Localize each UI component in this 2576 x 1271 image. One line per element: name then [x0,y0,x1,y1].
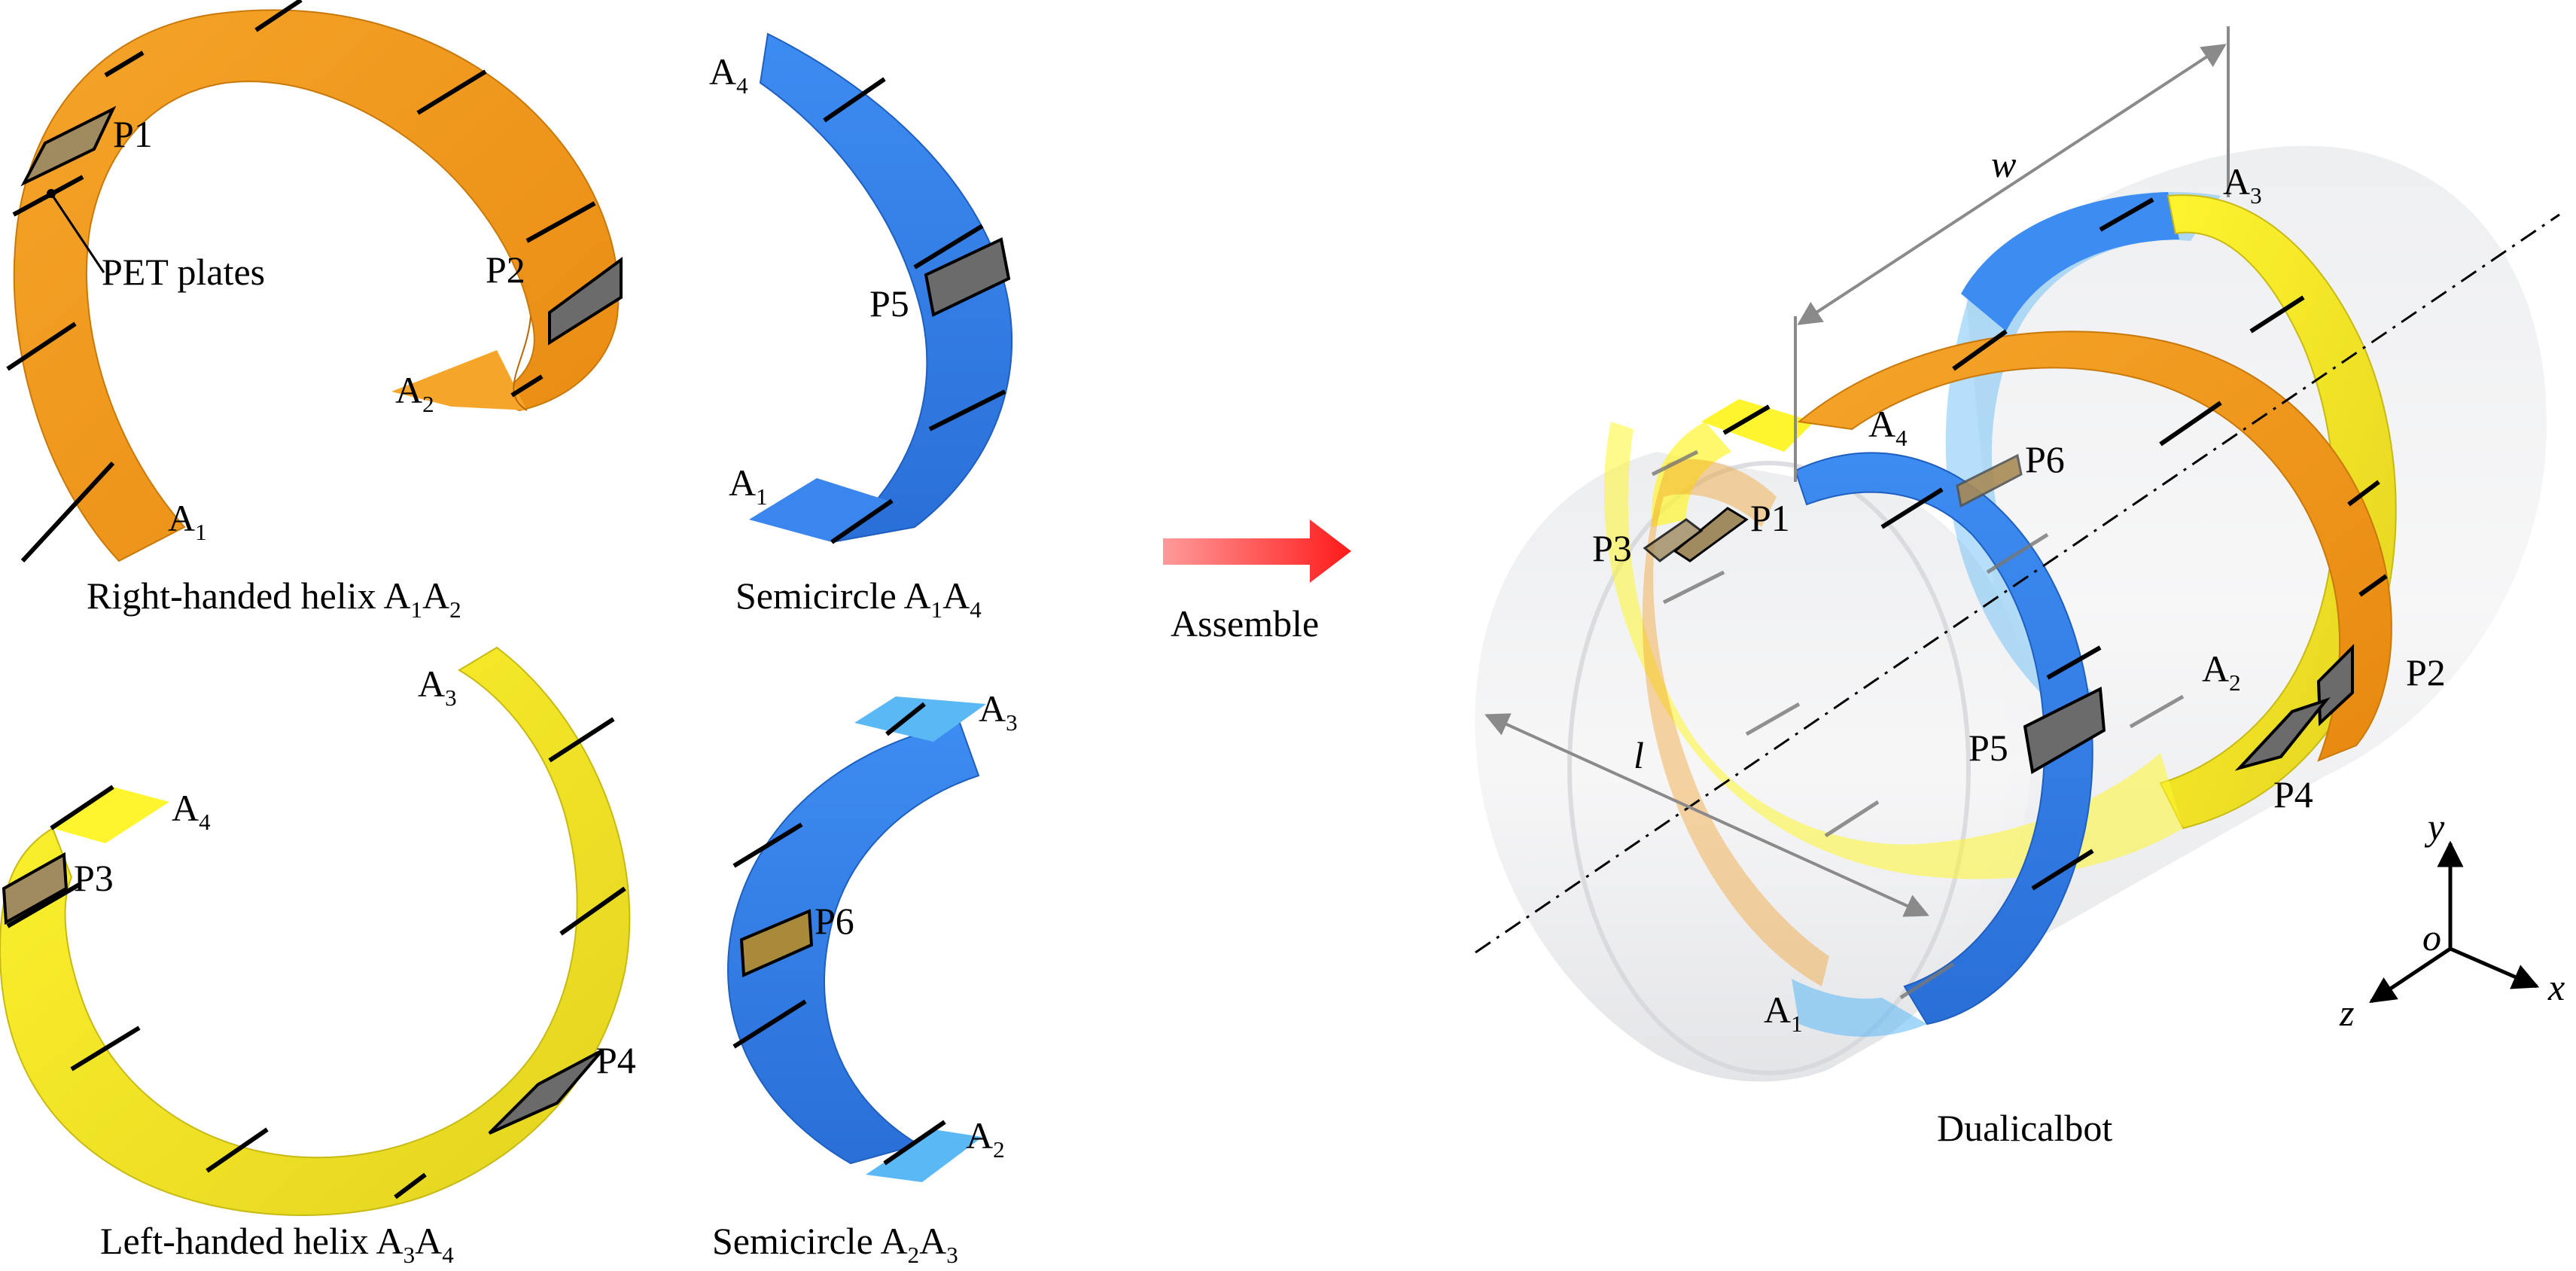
axis-label-x: x [2547,966,2565,1008]
label-a3-top: A3 [418,663,457,711]
assemble-arrow: Assemble [1163,520,1351,645]
plate-p1 [20,105,117,187]
pet-dot [47,189,56,198]
asm-plate-p3 [1643,518,1704,562]
dimension-l: l [1484,713,1929,917]
asm-label-p1: P1 [1750,497,1790,539]
label-p4: P4 [596,1039,636,1081]
helix-a4-tip [53,787,169,843]
red-arrow-icon [1163,520,1351,583]
dimension-w: w [1794,26,2230,482]
label-w: w [1991,143,2016,185]
label-a2-right: A2 [966,1114,1005,1163]
plate-p6 [739,909,814,977]
axis-label-o: o [2422,916,2441,959]
helix-a2-tip [391,350,527,410]
plate-p4 [488,1049,604,1135]
label-p1: P1 [113,113,153,155]
label-a1-bot: A1 [729,462,768,510]
ring-yellow-a4-tip [1701,399,1814,452]
caption-left-helix: Left-handed helix A3A4 [100,1220,454,1267]
asm-label-p6: P6 [2025,438,2065,480]
plate-p2 [548,257,623,346]
ring-orange [1797,331,2392,762]
caption-semicircle-a1a4: Semicircle A1A4 [735,575,982,623]
asm-plate-p4 [2234,696,2331,771]
ring-yellow-lower [1603,422,2183,879]
ring-blue-front [1794,452,2093,1026]
asm-label-a4: A4 [1868,403,1908,451]
asm-label-a2: A2 [2202,648,2241,696]
asm-plate-p6 [1956,453,2023,508]
caption-semicircle-a2a3: Semicircle A2A3 [712,1220,958,1267]
label-assemble: Assemble [1171,602,1319,645]
semicircle-a1a4: P5 A4 A1 Semicircle A1A4 [709,32,1013,623]
asm-label-p5: P5 [1969,727,2008,769]
caption-dualicalbot: Dualicalbot [1937,1107,2112,1149]
helix-a3a4-ticks [6,717,626,1199]
semicircle-a2a3-ticks [732,702,946,1166]
label-a2-left: A2 [395,369,434,417]
coordinate-frame: y o x z [2339,806,2565,1034]
asm-plate-p5 [2023,686,2106,775]
asm-label-a1: A1 [1764,989,1803,1037]
asm-plate-p1 [1673,507,1749,562]
asm-label-p4: P4 [2273,773,2313,815]
axis-label-y: y [2424,806,2445,848]
label-p6: P6 [815,900,854,942]
asm-label-a3: A3 [2223,160,2262,209]
asm-label-p3: P3 [1592,527,1632,569]
label-a4-top: A4 [709,50,748,99]
pet-leader [50,193,105,273]
helix-a1a2-band [13,9,620,562]
semicircle-a1a4-band [759,32,1013,543]
ring-yellow-left [1652,422,1731,527]
label-pet-plates: PET plates [102,251,265,293]
semicircle-a2-tip [866,1129,982,1182]
plate-p5 [924,237,1011,317]
label-a3-right: A3 [979,687,1018,736]
ring-blue-front-bottom [1792,979,1927,1037]
axis-label-z: z [2339,992,2354,1034]
label-a1-left: A1 [168,497,207,545]
helix-a1a2-inner-edge [513,315,531,411]
label-p5: P5 [869,282,909,325]
right-handed-helix: P1 PET plates P2 A2 A1 Right-handed heli… [6,0,623,623]
label-p2: P2 [486,248,525,291]
semicircle-a3-tip [854,696,986,742]
helix-a3a4-band [0,646,631,1216]
semicircle-a2a3: P6 A3 A2 Semicircle A2A3 [712,687,1018,1268]
asm-label-p2: P2 [2406,651,2446,693]
plate-p3 [2,852,69,925]
label-a4-left: A4 [172,787,211,835]
caption-right-helix: Right-handed helix A1A2 [87,575,461,623]
label-p3: P3 [74,857,114,899]
dualicalbot-assembly: w l A3 A4 A2 A1 P1 P2 P3 P4 P5 P6 Dualic… [1475,26,2560,1149]
left-handed-helix: P3 P4 A3 A4 Left-handed helix A3A4 [0,646,636,1268]
semicircle-a1a4-ticks [823,77,1006,544]
label-l: l [1634,734,1644,776]
